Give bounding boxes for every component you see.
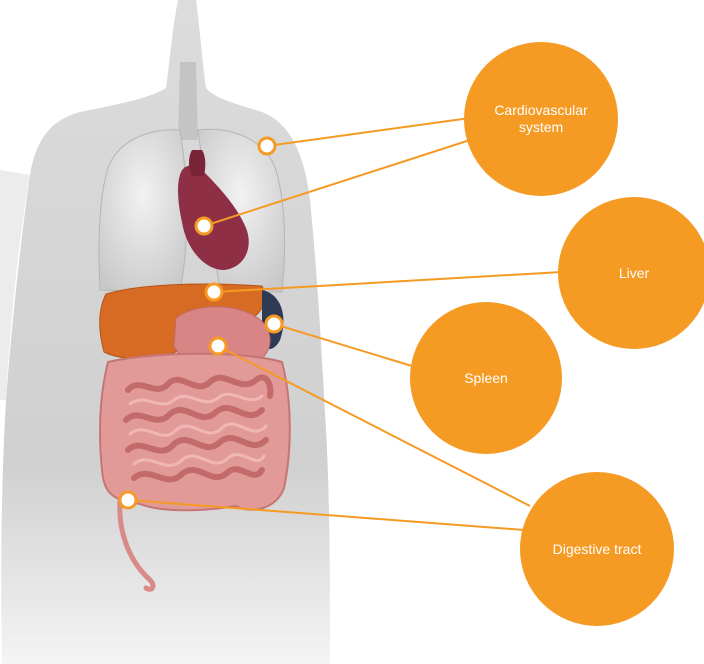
- digestive-bubble[interactable]: Digestive tract: [520, 472, 674, 626]
- marker-liver: [206, 284, 222, 300]
- liver-label: Liver: [619, 265, 649, 282]
- digestive-label: Digestive tract: [553, 541, 642, 558]
- marker-cardio-1: [259, 138, 275, 154]
- spleen-bubble[interactable]: Spleen: [410, 302, 562, 454]
- marker-cardio-2: [196, 218, 212, 234]
- marker-spleen: [266, 316, 282, 332]
- trachea: [178, 62, 198, 140]
- connector-cardio-1: [267, 118, 470, 146]
- marker-digestive-1: [210, 338, 226, 354]
- cardiovascular-bubble[interactable]: Cardiovascular system: [464, 42, 618, 196]
- marker-digestive-2: [120, 492, 136, 508]
- spleen-label: Spleen: [464, 370, 508, 387]
- cardiovascular-label: Cardiovascular system: [486, 102, 596, 136]
- liver-bubble[interactable]: Liver: [558, 197, 704, 349]
